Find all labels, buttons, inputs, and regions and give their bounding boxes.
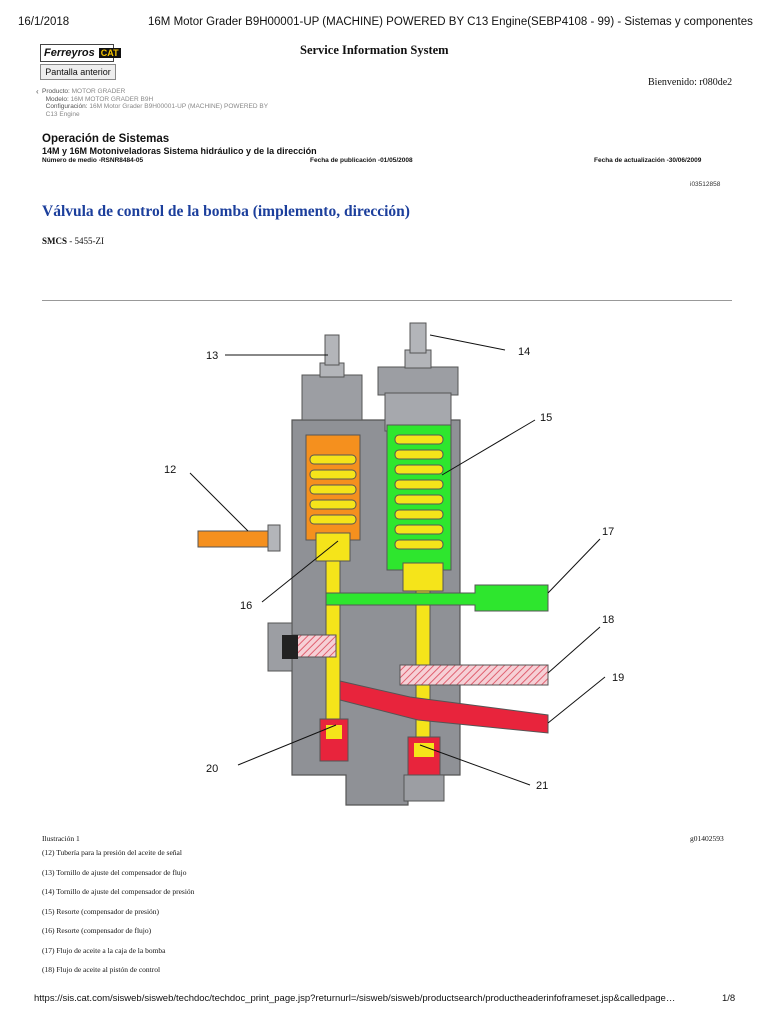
callout-21: 21 — [536, 780, 548, 792]
callout-18: 18 — [602, 614, 614, 626]
legend-item: (12) Tubería para la presión del aceite … — [42, 848, 182, 857]
operation-title: Operación de Sistemas — [42, 133, 170, 145]
sis-title: Service Information System — [300, 43, 449, 57]
legend-item: (14) Tornillo de ajuste del compensador … — [42, 887, 195, 896]
callout-labels: 13 14 15 12 16 17 18 19 20 21 — [164, 346, 624, 792]
smcs-label: SMCS — [42, 236, 68, 246]
graphic-id: g01402593 — [690, 834, 724, 843]
pressure-spring — [394, 434, 444, 550]
page-number: 1/8 — [722, 993, 736, 1004]
print-title: 16M Motor Grader B9H00001-UP (MACHINE) P… — [148, 16, 753, 28]
signal-pipe — [197, 530, 271, 548]
flow-spring — [309, 454, 357, 525]
green-flow-passage — [325, 584, 549, 612]
red-flow-passage — [339, 680, 549, 734]
legend-item: (17) Flujo de aceite a la caja de la bom… — [42, 945, 166, 955]
config-value: 16M Motor Grader B9H00001-UP (MACHINE) P… — [89, 103, 269, 110]
update-date: Fecha de actualización -30/06/2009 — [594, 157, 702, 164]
legend-list: (12) Tubería para la presión del aceite … — [42, 848, 194, 985]
chevron-left-icon[interactable]: ‹ — [36, 87, 39, 96]
config-value-2: C13 Engine — [45, 110, 80, 118]
left-adjust-nut — [301, 374, 363, 421]
divider — [42, 300, 732, 301]
right-adjust-nut — [377, 366, 459, 396]
callout-12: 12 — [164, 464, 176, 476]
footer-url: https://sis.cat.com/sisweb/sisweb/techdo… — [34, 993, 676, 1004]
product-breadcrumb[interactable]: ‹ Producto: MOTOR GRADER Modelo: 16M MOT… — [36, 88, 269, 118]
producto-value: MOTOR GRADER — [71, 88, 126, 95]
ferreyros-cat-logo: Ferreyros CAT — [40, 44, 121, 62]
legend-item: (13) Tornillo de ajuste del compensador … — [42, 867, 187, 877]
callout-20: 20 — [206, 763, 218, 775]
smcs-value: - 5455-ZI — [67, 236, 105, 246]
document-id: i03512858 — [690, 181, 721, 188]
media-number: Número de medio -RSNR8484-05 — [42, 157, 144, 164]
callout-13: 13 — [206, 350, 218, 362]
producto-label: Producto: — [42, 88, 70, 95]
legend-item: (16) Resorte (compensador de flujo) — [42, 926, 152, 935]
left-adjust-screw — [324, 334, 340, 366]
callout-19: 19 — [612, 672, 624, 684]
config-label: Configuración: — [45, 103, 88, 110]
legend-item: (15) Resorte (compensador de presión) — [42, 906, 160, 916]
callout-14: 14 — [518, 346, 530, 358]
publication-date: Fecha de publicación -01/05/2008 — [310, 157, 413, 164]
callout-17: 17 — [602, 526, 614, 538]
back-button[interactable]: Pantalla anterior — [40, 64, 116, 80]
modelo-label: Modelo: — [45, 95, 69, 103]
logo-brand: Ferreyros — [44, 47, 95, 59]
page-title: Válvula de control de la bomba (implemen… — [42, 203, 410, 220]
legend-item: (18) Flujo de aceite al pistón de contro… — [42, 965, 161, 974]
operation-subtitle: 14M y 16M Motoniveladoras Sistema hidráu… — [42, 146, 317, 156]
left-spool-piston — [315, 532, 351, 562]
illustration-caption: Ilustración 1 — [42, 834, 80, 843]
pump-control-valve-diagram: 13 14 15 12 16 17 18 19 20 21 — [164, 322, 624, 806]
print-date: 16/1/2018 — [18, 16, 70, 28]
right-adjust-screw — [409, 322, 427, 354]
right-spool-piston — [402, 562, 444, 592]
callout-16: 16 — [240, 600, 252, 612]
modelo-value: 16M MOTOR GRADER B9H — [70, 95, 154, 103]
logo-cat: CAT — [98, 48, 121, 58]
welcome-text: Bienvenido: r080de2 — [648, 77, 733, 88]
callout-15: 15 — [540, 412, 552, 424]
smcs-code: SMCS - 5455-ZI — [42, 236, 104, 246]
